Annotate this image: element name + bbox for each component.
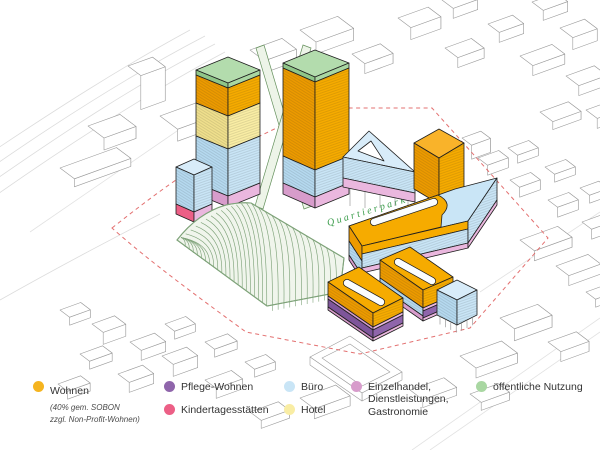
building-triangle: [342, 130, 416, 208]
legend-label: Hotel: [301, 404, 326, 416]
building-small-office-tower: [175, 158, 213, 223]
legend-item-buero: Büro: [284, 381, 323, 393]
pflege-color-dot: [164, 381, 175, 392]
legend-sublabel: (40% gem. SOBON zzgl. Non-Profit-Wohnen): [50, 403, 140, 424]
building-ring-south: [327, 266, 404, 342]
building-tower-east: [282, 49, 350, 209]
legend-label: Kindertagesstätten: [181, 404, 269, 416]
oeffentlich-color-dot: [476, 381, 487, 392]
legend-item-pflege-wohnen: Pflege-Wohnen: [164, 381, 253, 393]
legend-label: Büro: [301, 381, 324, 393]
legend-item-kindertagesstaetten: Kindertagesstätten: [164, 404, 269, 416]
site-boundary: [111, 107, 549, 355]
context-courtyard-block: [309, 335, 403, 402]
context-buildings: [57, 0, 600, 429]
legend-item-hotel: Hotel: [284, 404, 326, 416]
vaulted-hall: [176, 202, 345, 311]
buero-color-dot: [284, 381, 295, 392]
building-tower-west: [195, 56, 261, 208]
legend-label: Einzelhandel, Dienstleistungen, Gastrono…: [368, 381, 449, 418]
legend-item-wohnen: Wohnen (40% gem. SOBON zzgl. Non-Profit-…: [33, 381, 140, 425]
einzelhandel-color-dot: [351, 381, 362, 392]
legend-label: öffentliche Nutzung: [493, 381, 583, 393]
building-blue-cube: [436, 279, 478, 333]
railway-lines: [0, 29, 226, 301]
legend-item-oeffentliche-nutzung: öffentliche Nutzung: [476, 381, 583, 393]
legend-label: Wohnen: [50, 385, 89, 397]
legend-item-einzelhandel: Einzelhandel, Dienstleistungen, Gastrono…: [351, 381, 449, 418]
legend-label: Pflege-Wohnen: [181, 381, 254, 393]
kita-color-dot: [164, 404, 175, 415]
wohnen-color-dot: [33, 381, 44, 392]
hotel-color-dot: [284, 404, 295, 415]
